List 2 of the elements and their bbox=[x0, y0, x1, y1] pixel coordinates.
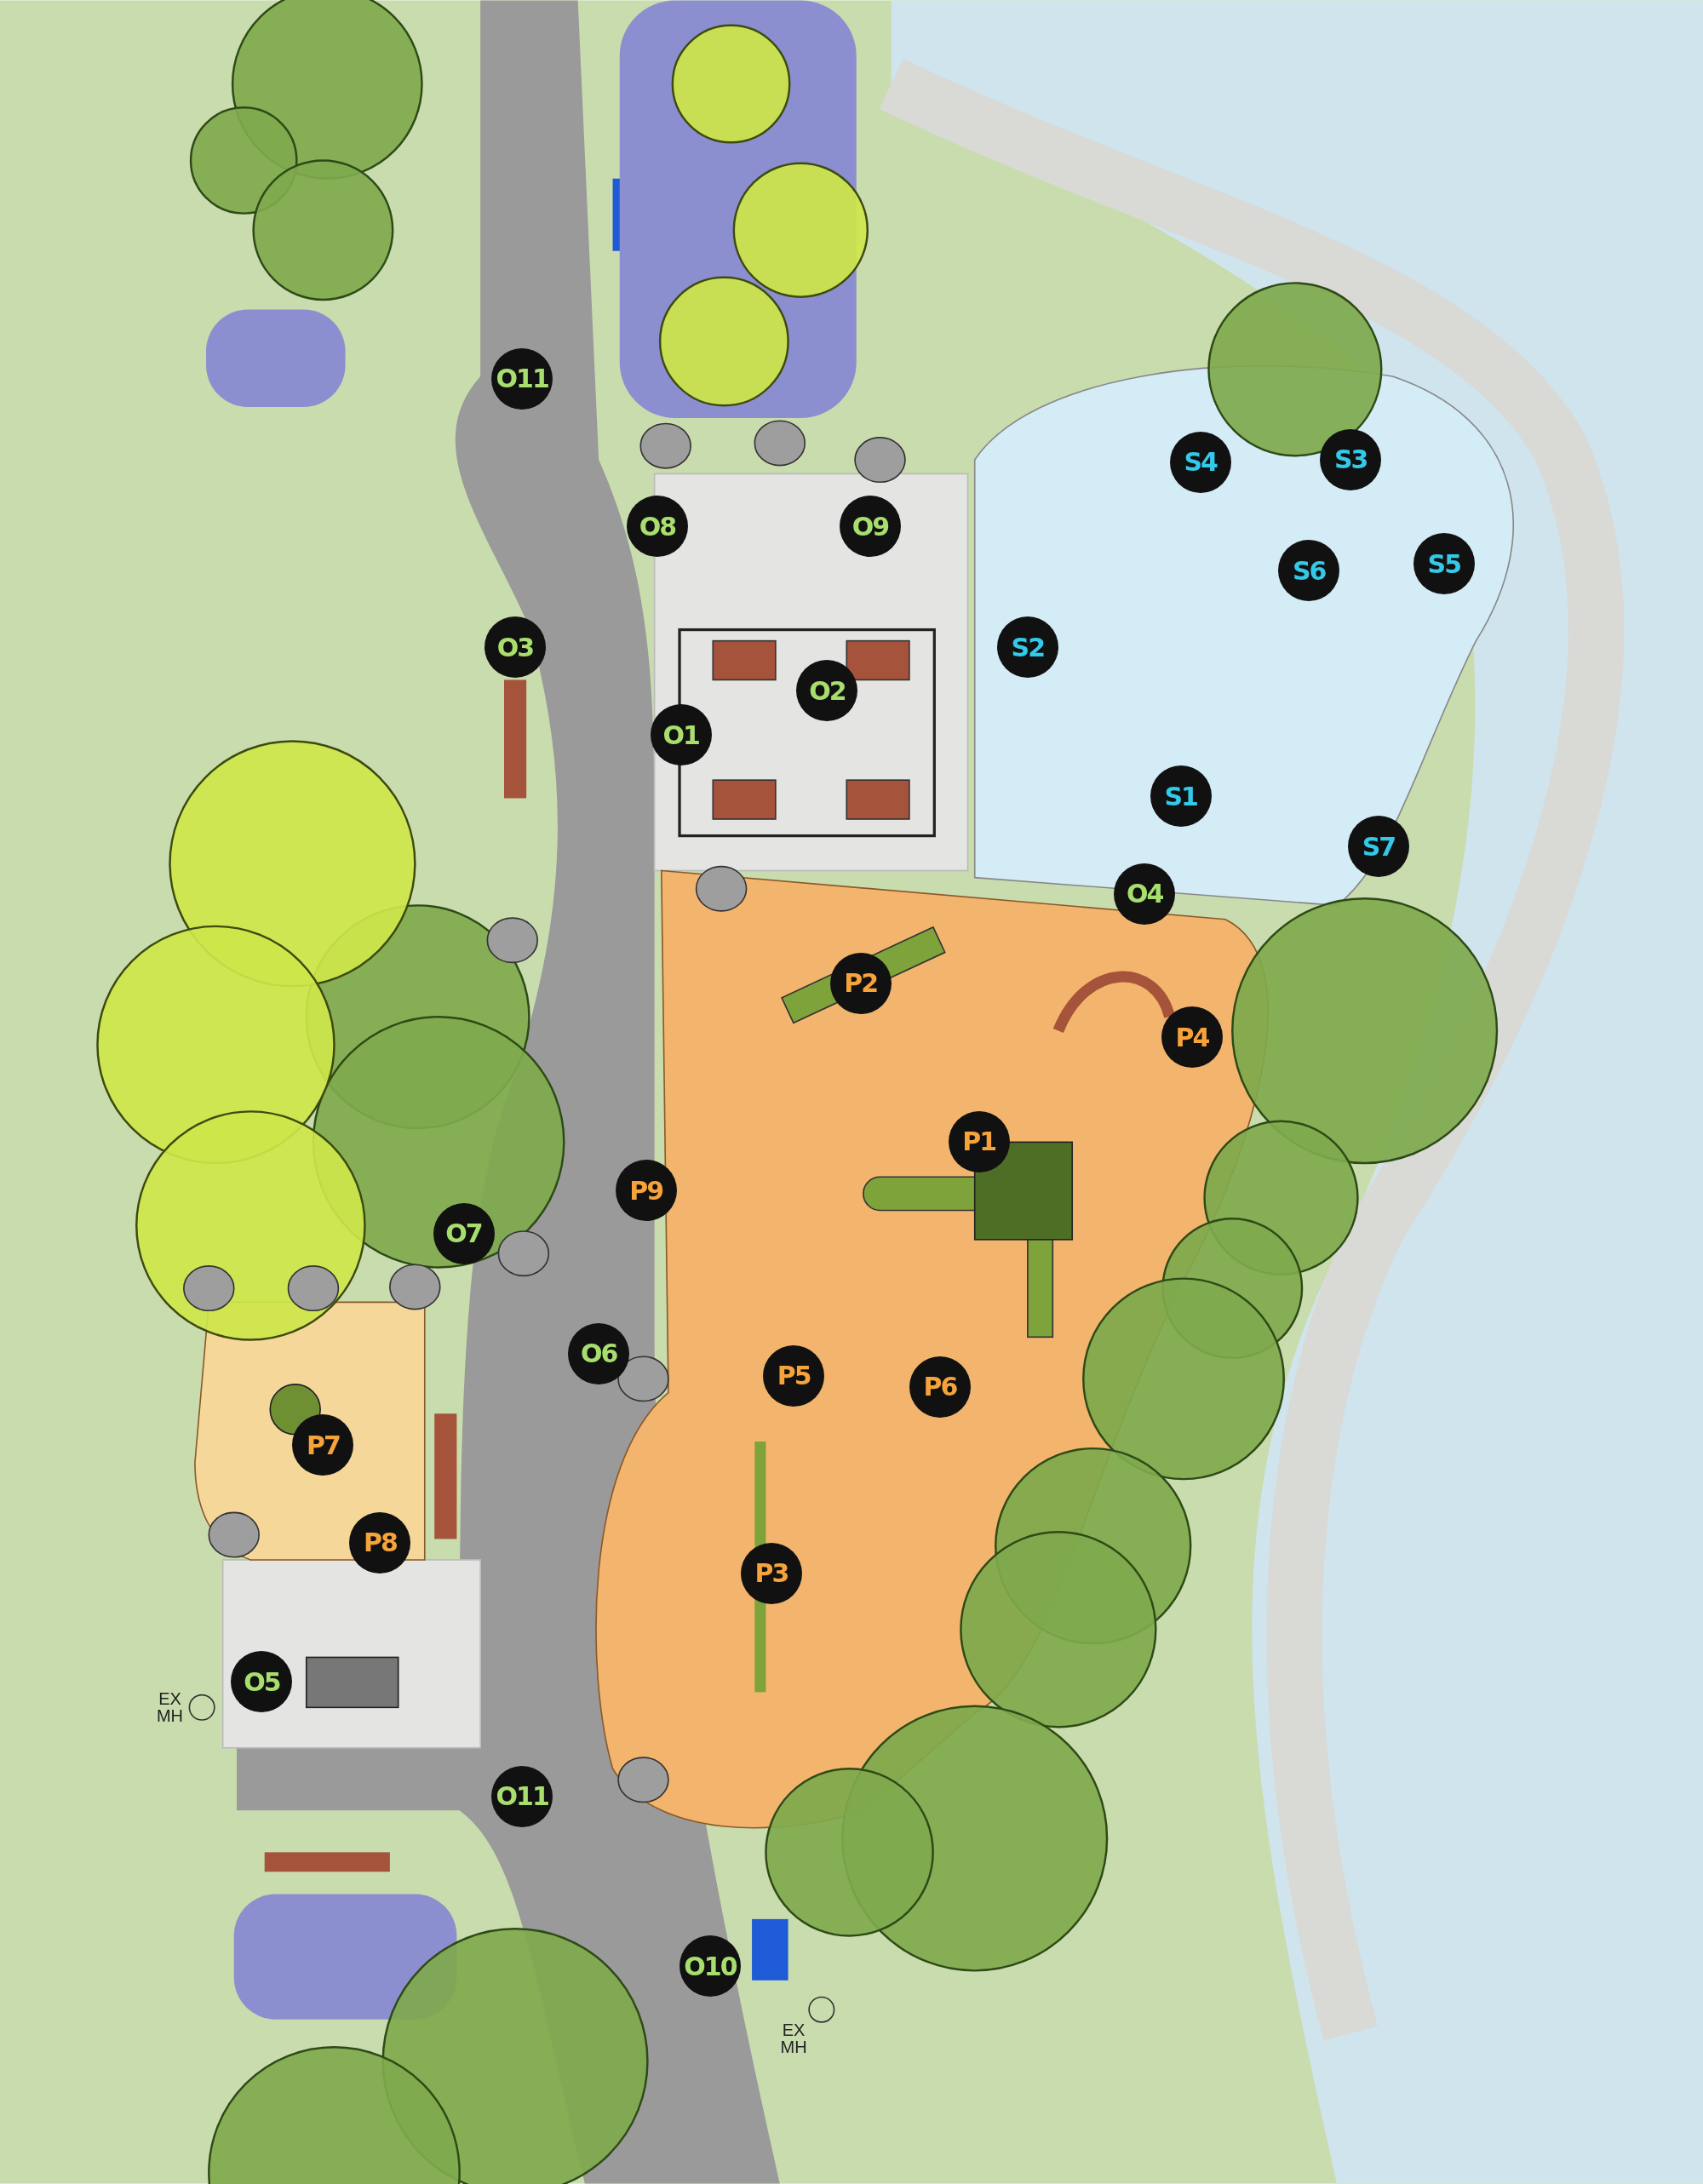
manhole-label: EX MH bbox=[779, 2021, 808, 2056]
manhole-label: EX MH bbox=[155, 1689, 185, 1724]
